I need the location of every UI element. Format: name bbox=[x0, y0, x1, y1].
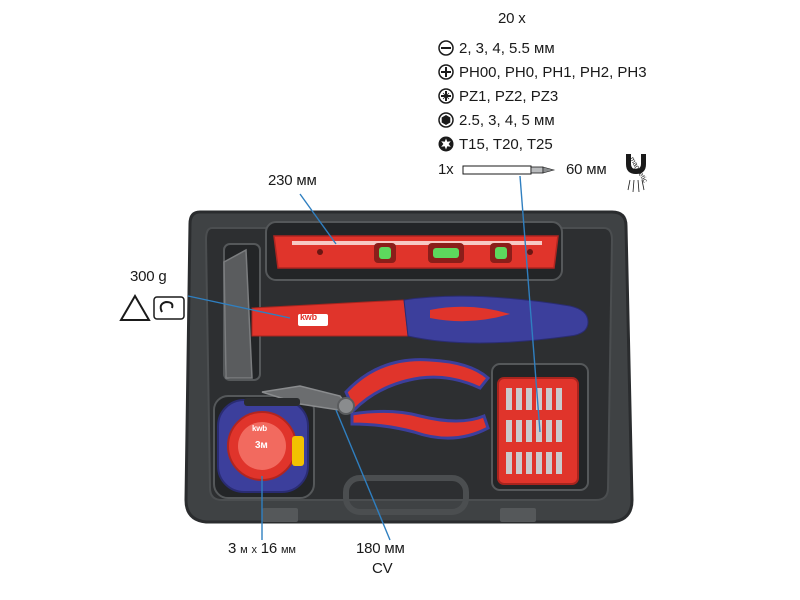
pozidriv-screw-icon bbox=[438, 88, 454, 104]
level-hole-right bbox=[527, 249, 533, 255]
tape-measure-clip bbox=[292, 436, 304, 466]
bits-row-hex-text: 2.5, 3, 4, 5 мм bbox=[459, 111, 555, 129]
phillips-screw-icon bbox=[438, 64, 454, 80]
torx-screw-icon bbox=[438, 136, 454, 152]
level-vial-2-bubble bbox=[433, 248, 459, 258]
bit-holder-icon bbox=[462, 165, 556, 175]
level-length-label: 230 мм bbox=[268, 172, 317, 189]
hammer-head bbox=[223, 248, 253, 379]
bit-holder-length: 60 мм bbox=[566, 161, 607, 178]
level-vial-1-bubble bbox=[379, 247, 391, 259]
tape-measure-strap bbox=[244, 398, 300, 406]
gs-mark-icon bbox=[153, 296, 185, 320]
certification-marks bbox=[119, 294, 185, 321]
tape-size-unit-1: м bbox=[240, 544, 248, 556]
tape-face-label: 3м bbox=[255, 440, 268, 451]
pliers-material-label: CV bbox=[372, 560, 393, 577]
bits-row-slotted-text: 2, 3, 4, 5.5 мм bbox=[459, 39, 555, 57]
hammer-brand: kwb bbox=[300, 312, 317, 322]
tuv-triangle-icon bbox=[119, 294, 151, 321]
bits-row-pozidriv-text: PZ1, PZ2, PZ3 bbox=[459, 87, 559, 105]
tape-brand: kwb bbox=[252, 424, 267, 433]
callout-pliers bbox=[335, 409, 391, 541]
tape-measure-face-inner bbox=[238, 422, 286, 470]
hammer-weight-label: 300 g bbox=[130, 268, 167, 285]
level-hole-left bbox=[317, 249, 323, 255]
slotted-screw-icon bbox=[438, 40, 454, 56]
callout-lines bbox=[187, 175, 541, 541]
case-handle bbox=[343, 475, 469, 515]
tape-size-x: x bbox=[251, 544, 257, 556]
bit-rows bbox=[506, 388, 562, 474]
hammer-kwb-logo bbox=[298, 314, 328, 326]
pliers-pivot bbox=[337, 397, 355, 415]
hex-screw-icon bbox=[438, 112, 454, 128]
pliers-handle-upper bbox=[344, 358, 491, 413]
tape-size-number-2: 16 bbox=[260, 540, 278, 557]
pliers-length-label: 180 мм bbox=[356, 540, 405, 557]
bit-holder-prefix: 1x bbox=[438, 161, 454, 178]
bits-row-phillips-text: PH00, PH0, PH1, PH2, PH3 bbox=[459, 63, 647, 81]
bits-count-label: 20 x bbox=[498, 10, 526, 27]
magnet-badge: magnetic bbox=[620, 150, 660, 196]
tape-size-label: 3 м x 16 мм bbox=[228, 540, 296, 557]
level-stripe bbox=[292, 241, 542, 245]
bits-row-phillips: PH00, PH0, PH1, PH2, PH3 bbox=[438, 62, 647, 82]
bits-row-torx: T15, T20, T25 bbox=[438, 134, 553, 154]
spirit-level bbox=[273, 235, 559, 269]
level-vial-3-bubble bbox=[495, 247, 507, 259]
callout-level bbox=[299, 193, 337, 245]
pliers-handle-lower bbox=[350, 409, 490, 440]
tape-size-unit-2: мм bbox=[281, 544, 296, 556]
hammer-handle-red-grip bbox=[430, 306, 510, 322]
right-hinge bbox=[500, 508, 536, 522]
bits-row-torx-text: T15, T20, T25 bbox=[459, 135, 553, 153]
bits-row-pozidriv: PZ1, PZ2, PZ3 bbox=[438, 86, 558, 106]
tape-size-number-1: 3 bbox=[228, 540, 237, 557]
callout-hammer bbox=[187, 295, 291, 319]
bits-row-slotted: 2, 3, 4, 5.5 мм bbox=[438, 38, 555, 58]
magnet-icon bbox=[626, 154, 646, 193]
left-hinge bbox=[262, 508, 298, 522]
callout-bits bbox=[519, 175, 541, 433]
bits-row-hex: 2.5, 3, 4, 5 мм bbox=[438, 110, 555, 130]
